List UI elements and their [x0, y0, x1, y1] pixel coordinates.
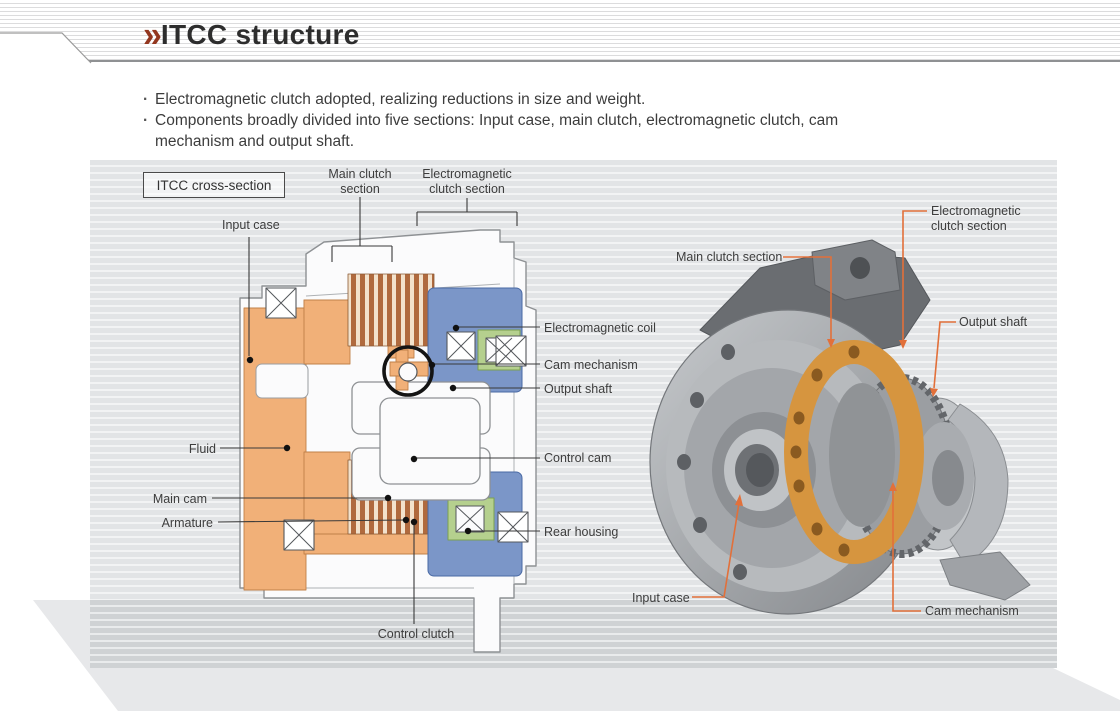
header-notch-shape: [0, 32, 92, 64]
page-title: » ITCC structure: [143, 15, 360, 55]
main-clutch-pack-top: [347, 273, 435, 347]
bullet-dot: ·: [143, 91, 149, 108]
leader-lines-right: [692, 210, 956, 612]
bullet-text: Electromagnetic clutch adopted, realizin…: [155, 91, 646, 108]
label-cam-mechanism: Cam mechanism: [544, 358, 638, 372]
bullet-dot: ·: [143, 112, 149, 129]
output-shaft-bore: [351, 381, 491, 501]
label-3d-main-clutch-section: Main clutch section: [676, 250, 783, 264]
label-input-case: Input case: [222, 218, 280, 232]
label-main-clutch-section: Main clutch section: [328, 167, 392, 196]
bolt-holes: [677, 344, 747, 580]
cross-section-diagram: [239, 229, 537, 653]
label-control-cam: Control cam: [544, 451, 612, 465]
bullet-item: · Electromagnetic clutch adopted, realiz…: [143, 89, 883, 110]
leader-arrows-right: [735, 339, 938, 506]
clutch-ring-holes: [790, 345, 860, 557]
label-armature: Armature: [161, 516, 213, 530]
leader-lines-left: [212, 197, 540, 624]
header-band: [0, 0, 1120, 62]
spline-bore: [255, 363, 309, 399]
label-output-shaft: Output shaft: [544, 382, 613, 396]
page-title-text: ITCC structure: [160, 19, 360, 50]
render-3d: [649, 239, 1031, 615]
cam-highlight-circle: [382, 345, 434, 397]
label-em-clutch-section: Electromagnetic clutch section: [422, 167, 512, 196]
chevron-icon: »: [143, 15, 162, 55]
bullet-item: · Components broadly divided into five s…: [143, 110, 883, 152]
label-control-clutch: Control clutch: [377, 627, 455, 641]
background-wedge: [33, 600, 1120, 711]
label-fluid: Fluid: [188, 442, 216, 456]
label-3d-output-shaft: Output shaft: [959, 315, 1028, 329]
bullet-list: · Electromagnetic clutch adopted, realiz…: [143, 89, 883, 152]
label-rear-housing: Rear housing: [544, 525, 619, 539]
bullet-text: Components broadly divided into five sec…: [155, 112, 839, 150]
label-3d-em-clutch-section: Electromagnetic clutch section: [931, 204, 1021, 233]
bearing-crosses: [265, 287, 529, 551]
label-main-cam: Main cam: [152, 492, 207, 506]
label-electromagnetic-coil: Electromagnetic coil: [544, 321, 656, 335]
leader-dots-left: [246, 324, 472, 535]
label-3d-input-case: Input case: [632, 591, 690, 605]
cross-section-badge: ITCC cross-section: [143, 172, 285, 198]
label-3d-cam-mechanism: Cam mechanism: [925, 604, 1019, 618]
